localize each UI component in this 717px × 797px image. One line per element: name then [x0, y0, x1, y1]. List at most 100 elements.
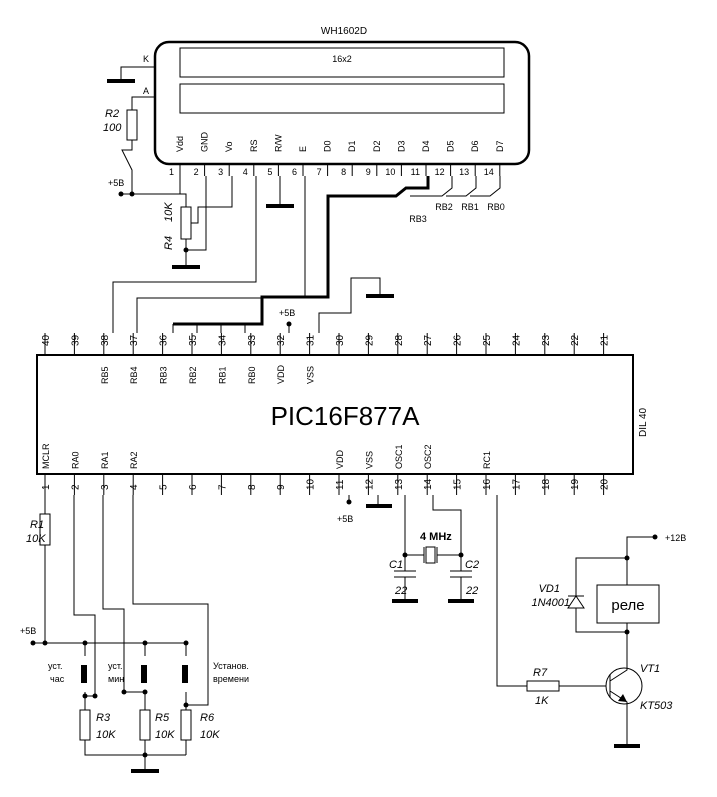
- vd1-name: VD1: [539, 583, 560, 595]
- mcu-bottom-pin-signal: RC1: [482, 451, 492, 469]
- vt1-name: VT1: [640, 663, 660, 675]
- lcd-pin-group: Vdd1GND2Vo3RS4R/W5E6D07D18D29D310D411D51…: [169, 132, 505, 178]
- c2-value: 22: [465, 585, 478, 597]
- bus-entry-d6: [446, 176, 477, 197]
- junction: [118, 191, 124, 197]
- mcu-top-pin-number: 29: [364, 334, 375, 346]
- ground-symbol-r4: [172, 265, 200, 269]
- button-time-line2: времени: [213, 674, 249, 684]
- supply-5v-buttons: +5B: [20, 626, 36, 636]
- ground-symbol-vt1: [614, 744, 640, 748]
- junction: [183, 247, 189, 253]
- mcu-bottom-pin-number: 11: [335, 479, 346, 490]
- resistor-r5: [139, 709, 151, 741]
- mcu-bottom-pin-signal: VSS: [364, 451, 374, 469]
- r7-value: 1K: [535, 695, 549, 707]
- junction: [624, 629, 630, 635]
- junction: [652, 534, 658, 540]
- ground-symbol-k: [107, 79, 135, 83]
- rs-wire: [112, 176, 257, 333]
- c2-name: C2: [465, 559, 479, 571]
- ground-symbol-vss2: [366, 504, 392, 508]
- mcu-bottom-pin-number: 7: [217, 484, 228, 490]
- c1-value: 22: [394, 585, 407, 597]
- ra-wires: [73, 495, 209, 706]
- mcu-top-pin-signal: RB5: [100, 366, 110, 384]
- lcd-k-wire: [120, 66, 155, 80]
- mcu-top-pin-number: 35: [188, 334, 199, 346]
- resistor-r1: [39, 513, 51, 546]
- bus-entry-d7: [470, 176, 501, 197]
- mcu-bottom-pin-signal: MCLR: [41, 443, 51, 469]
- button-set-time[interactable]: [182, 665, 188, 683]
- r2-name: R2: [105, 108, 119, 120]
- mcu-top-pin-number: 23: [541, 334, 552, 346]
- mcu-bottom-pin-number: 14: [423, 478, 434, 490]
- mcu-top-pin-number: 32: [276, 334, 287, 346]
- supply-5v-vdd2: +5B: [337, 514, 353, 524]
- data-bus: [173, 176, 430, 326]
- lcd-pin-number: 12: [435, 167, 445, 177]
- r5-value: 10K: [155, 729, 175, 741]
- mcu-top-pin-number: 33: [247, 334, 258, 346]
- supply-5v-vdd: +5B: [279, 308, 295, 318]
- mcu-bottom-pin-number: 2: [70, 484, 81, 490]
- relay-label: реле: [611, 597, 644, 614]
- lcd-pin-number: 11: [411, 167, 420, 177]
- r2-value: 100: [103, 122, 122, 134]
- lcd-pin-signal: D7: [495, 140, 505, 152]
- bus-drops: [172, 324, 246, 333]
- capacitor-c2: [450, 555, 472, 600]
- pot-top-wire: [180, 193, 187, 207]
- lcd-pin-signal: E: [298, 146, 308, 152]
- lcd-a-label: A: [143, 86, 149, 96]
- lcd-pin-signal: Vdd: [175, 136, 185, 152]
- ground-symbol-rw: [266, 204, 294, 208]
- lcd-pin-signal: D4: [421, 140, 431, 152]
- junction: [30, 640, 36, 646]
- lcd-line-1: [179, 47, 505, 78]
- button-set-minute[interactable]: [141, 665, 147, 683]
- relay-coil: [596, 584, 660, 624]
- lcd-pin-signal: RS: [249, 139, 259, 152]
- lcd-pin-signal: Vo: [224, 141, 234, 152]
- mcu-bottom-pin-signal: RA2: [129, 451, 139, 469]
- r3-value: 10K: [96, 729, 116, 741]
- supply-5v-lcd: +5B: [108, 178, 124, 188]
- rb-label: RB0: [487, 202, 505, 212]
- junction: [624, 555, 630, 561]
- vd1-value: 1N4001: [531, 597, 570, 609]
- r7-name: R7: [533, 667, 548, 679]
- mcu-bottom-pin-signal: OSC1: [394, 444, 404, 469]
- lcd-pin-number: 5: [267, 167, 272, 177]
- rb-label: RB1: [461, 202, 479, 212]
- r1-value: 10K: [26, 533, 46, 545]
- lcd-pin-signal: D6: [470, 140, 480, 152]
- mcu-bottom-pin-signal: RA0: [70, 451, 80, 469]
- pot-wiper-wire: [191, 176, 233, 224]
- mcu-top-pin-signal: RB2: [188, 366, 198, 384]
- ground-symbol-vss: [366, 294, 394, 298]
- r4-name: R4: [163, 236, 175, 250]
- osc-wires: [404, 495, 462, 556]
- lcd-pin-signal: D5: [446, 140, 456, 152]
- r3-name: R3: [96, 712, 111, 724]
- rc1-wire: [496, 495, 527, 687]
- mcu-bottom-pin-number: 6: [188, 484, 199, 490]
- mcu-top-pin-number: 28: [394, 334, 405, 346]
- ground-symbol-buttons: [131, 769, 159, 773]
- mcu-body: [36, 354, 634, 475]
- lcd-pin-signal: D0: [323, 140, 333, 152]
- crystal-label: 4 MHz: [420, 531, 452, 543]
- mcu-top-pin-number: 40: [41, 334, 52, 346]
- relay-wires: [575, 536, 655, 633]
- lcd-a-wire: [131, 96, 155, 110]
- lcd-pin-number: 10: [385, 167, 395, 177]
- mcu-top-pin-number: 36: [159, 334, 170, 346]
- mcu-bottom-pin-number: 1: [41, 484, 52, 490]
- button-set-hour[interactable]: [81, 665, 87, 683]
